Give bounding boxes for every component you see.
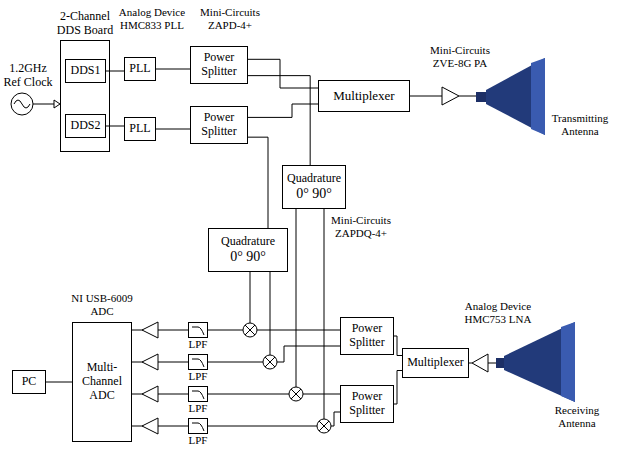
dds-channel: DDS2 xyxy=(65,114,106,138)
lowpass-symbol xyxy=(189,419,207,433)
signal-wire xyxy=(106,71,124,72)
clock-source xyxy=(11,93,60,115)
quadrature-hybrid: Quadrature0° 90° xyxy=(208,228,288,272)
node-text: Power Splitter xyxy=(194,51,244,79)
node-text: Quadrature xyxy=(221,235,275,249)
lowpass-filter: LPF xyxy=(188,418,208,434)
part-label: Analog Device HMC753 LNA xyxy=(462,300,534,325)
signal-wire xyxy=(248,76,310,165)
receiving-antenna-symbol xyxy=(496,322,575,402)
power-amplifier-symbol xyxy=(442,87,459,105)
signal-wire xyxy=(394,371,402,405)
node-text: DDS1 xyxy=(70,64,100,78)
node-text: PC xyxy=(22,375,37,389)
lowpass-symbol xyxy=(189,323,207,337)
pll-box: PLL xyxy=(124,117,156,141)
part-label: Mini-Circuits ZAPDQ-4+ xyxy=(326,214,396,239)
adc-box: Multi-Channel ADC xyxy=(72,322,132,442)
lowpass-curve xyxy=(192,391,204,399)
lowpass-symbol xyxy=(189,355,207,369)
connector-group xyxy=(46,59,402,426)
signal-wire xyxy=(132,426,188,427)
pll-box: PLL xyxy=(124,57,156,81)
part-label: Analog Device HMC833 PLL xyxy=(116,6,188,31)
lowpass-filter: LPF xyxy=(188,354,208,370)
power-splitter: Power Splitter xyxy=(190,46,248,84)
antenna-label: Receiving Antenna xyxy=(546,404,608,429)
amplifier-symbol xyxy=(142,322,158,434)
node-heading: LPF xyxy=(189,434,208,447)
lowpass-curve xyxy=(192,327,204,335)
node-heading: LPF xyxy=(189,402,208,415)
signal-wire xyxy=(248,104,318,117)
low-noise-amplifier-symbol xyxy=(472,354,488,372)
node-text: Multi-Channel ADC xyxy=(76,361,128,402)
power-splitter: Power Splitter xyxy=(190,106,248,144)
lowpass-curve xyxy=(192,423,204,431)
signal-wire xyxy=(46,382,72,383)
power-splitter: Power Splitter xyxy=(340,317,394,355)
node-text: Power Splitter xyxy=(194,111,244,139)
signal-wire xyxy=(106,126,124,127)
part-label: NI USB-6009 ADC xyxy=(64,292,140,317)
node-heading: LPF xyxy=(189,370,208,383)
node-text: PLL xyxy=(129,62,150,76)
antenna-label: Transmitting Antenna xyxy=(548,112,612,137)
pc-box: PC xyxy=(12,370,46,394)
node-text: Multiplexer xyxy=(333,89,394,104)
node-text: Power Splitter xyxy=(344,322,390,350)
node-text: 0° 90° xyxy=(296,186,332,202)
rf-wire xyxy=(257,330,340,426)
power-splitter: Power Splitter xyxy=(340,385,394,423)
part-label: Mini-Circuits ZAPD-4+ xyxy=(198,6,262,31)
signal-wire xyxy=(132,362,188,363)
signal-wire xyxy=(248,137,268,228)
lowpass-filter: LPF xyxy=(188,322,208,338)
signal-wire xyxy=(156,69,190,70)
multiplexer: Multiplexer xyxy=(402,348,469,378)
clock-label: 1.2GHz Ref Clock xyxy=(2,62,54,90)
node-text: Quadrature xyxy=(287,172,341,186)
node-heading: 2-Channel DDS Board xyxy=(51,10,119,38)
signal-wire xyxy=(394,336,402,356)
mixer-symbol xyxy=(243,323,331,433)
multiplexer: Multiplexer xyxy=(318,80,410,112)
node-text: Power Splitter xyxy=(344,390,390,418)
signal-wire xyxy=(156,129,190,130)
node-text: Multiplexer xyxy=(407,356,464,370)
quadrature-hybrid: Quadrature0° 90° xyxy=(282,165,346,209)
dds-channel: DDS1 xyxy=(65,59,106,83)
if-wire xyxy=(208,330,317,426)
lowpass-curve xyxy=(192,359,204,367)
node-heading: LPF xyxy=(189,338,208,351)
lowpass-symbol xyxy=(189,387,207,401)
node-text: 0° 90° xyxy=(230,249,266,265)
transmitting-antenna-symbol xyxy=(476,58,545,135)
signal-wire xyxy=(248,59,318,88)
lowpass-filter: LPF xyxy=(188,386,208,402)
signal-wire xyxy=(132,330,188,331)
part-label: Mini-Circuits ZVE-8G PA xyxy=(418,44,502,69)
node-text: PLL xyxy=(129,122,150,136)
node-text: DDS2 xyxy=(70,119,100,133)
dds-board: 2-Channel DDS BoardDDS1DDS2 xyxy=(60,40,110,152)
signal-wire xyxy=(132,394,188,395)
